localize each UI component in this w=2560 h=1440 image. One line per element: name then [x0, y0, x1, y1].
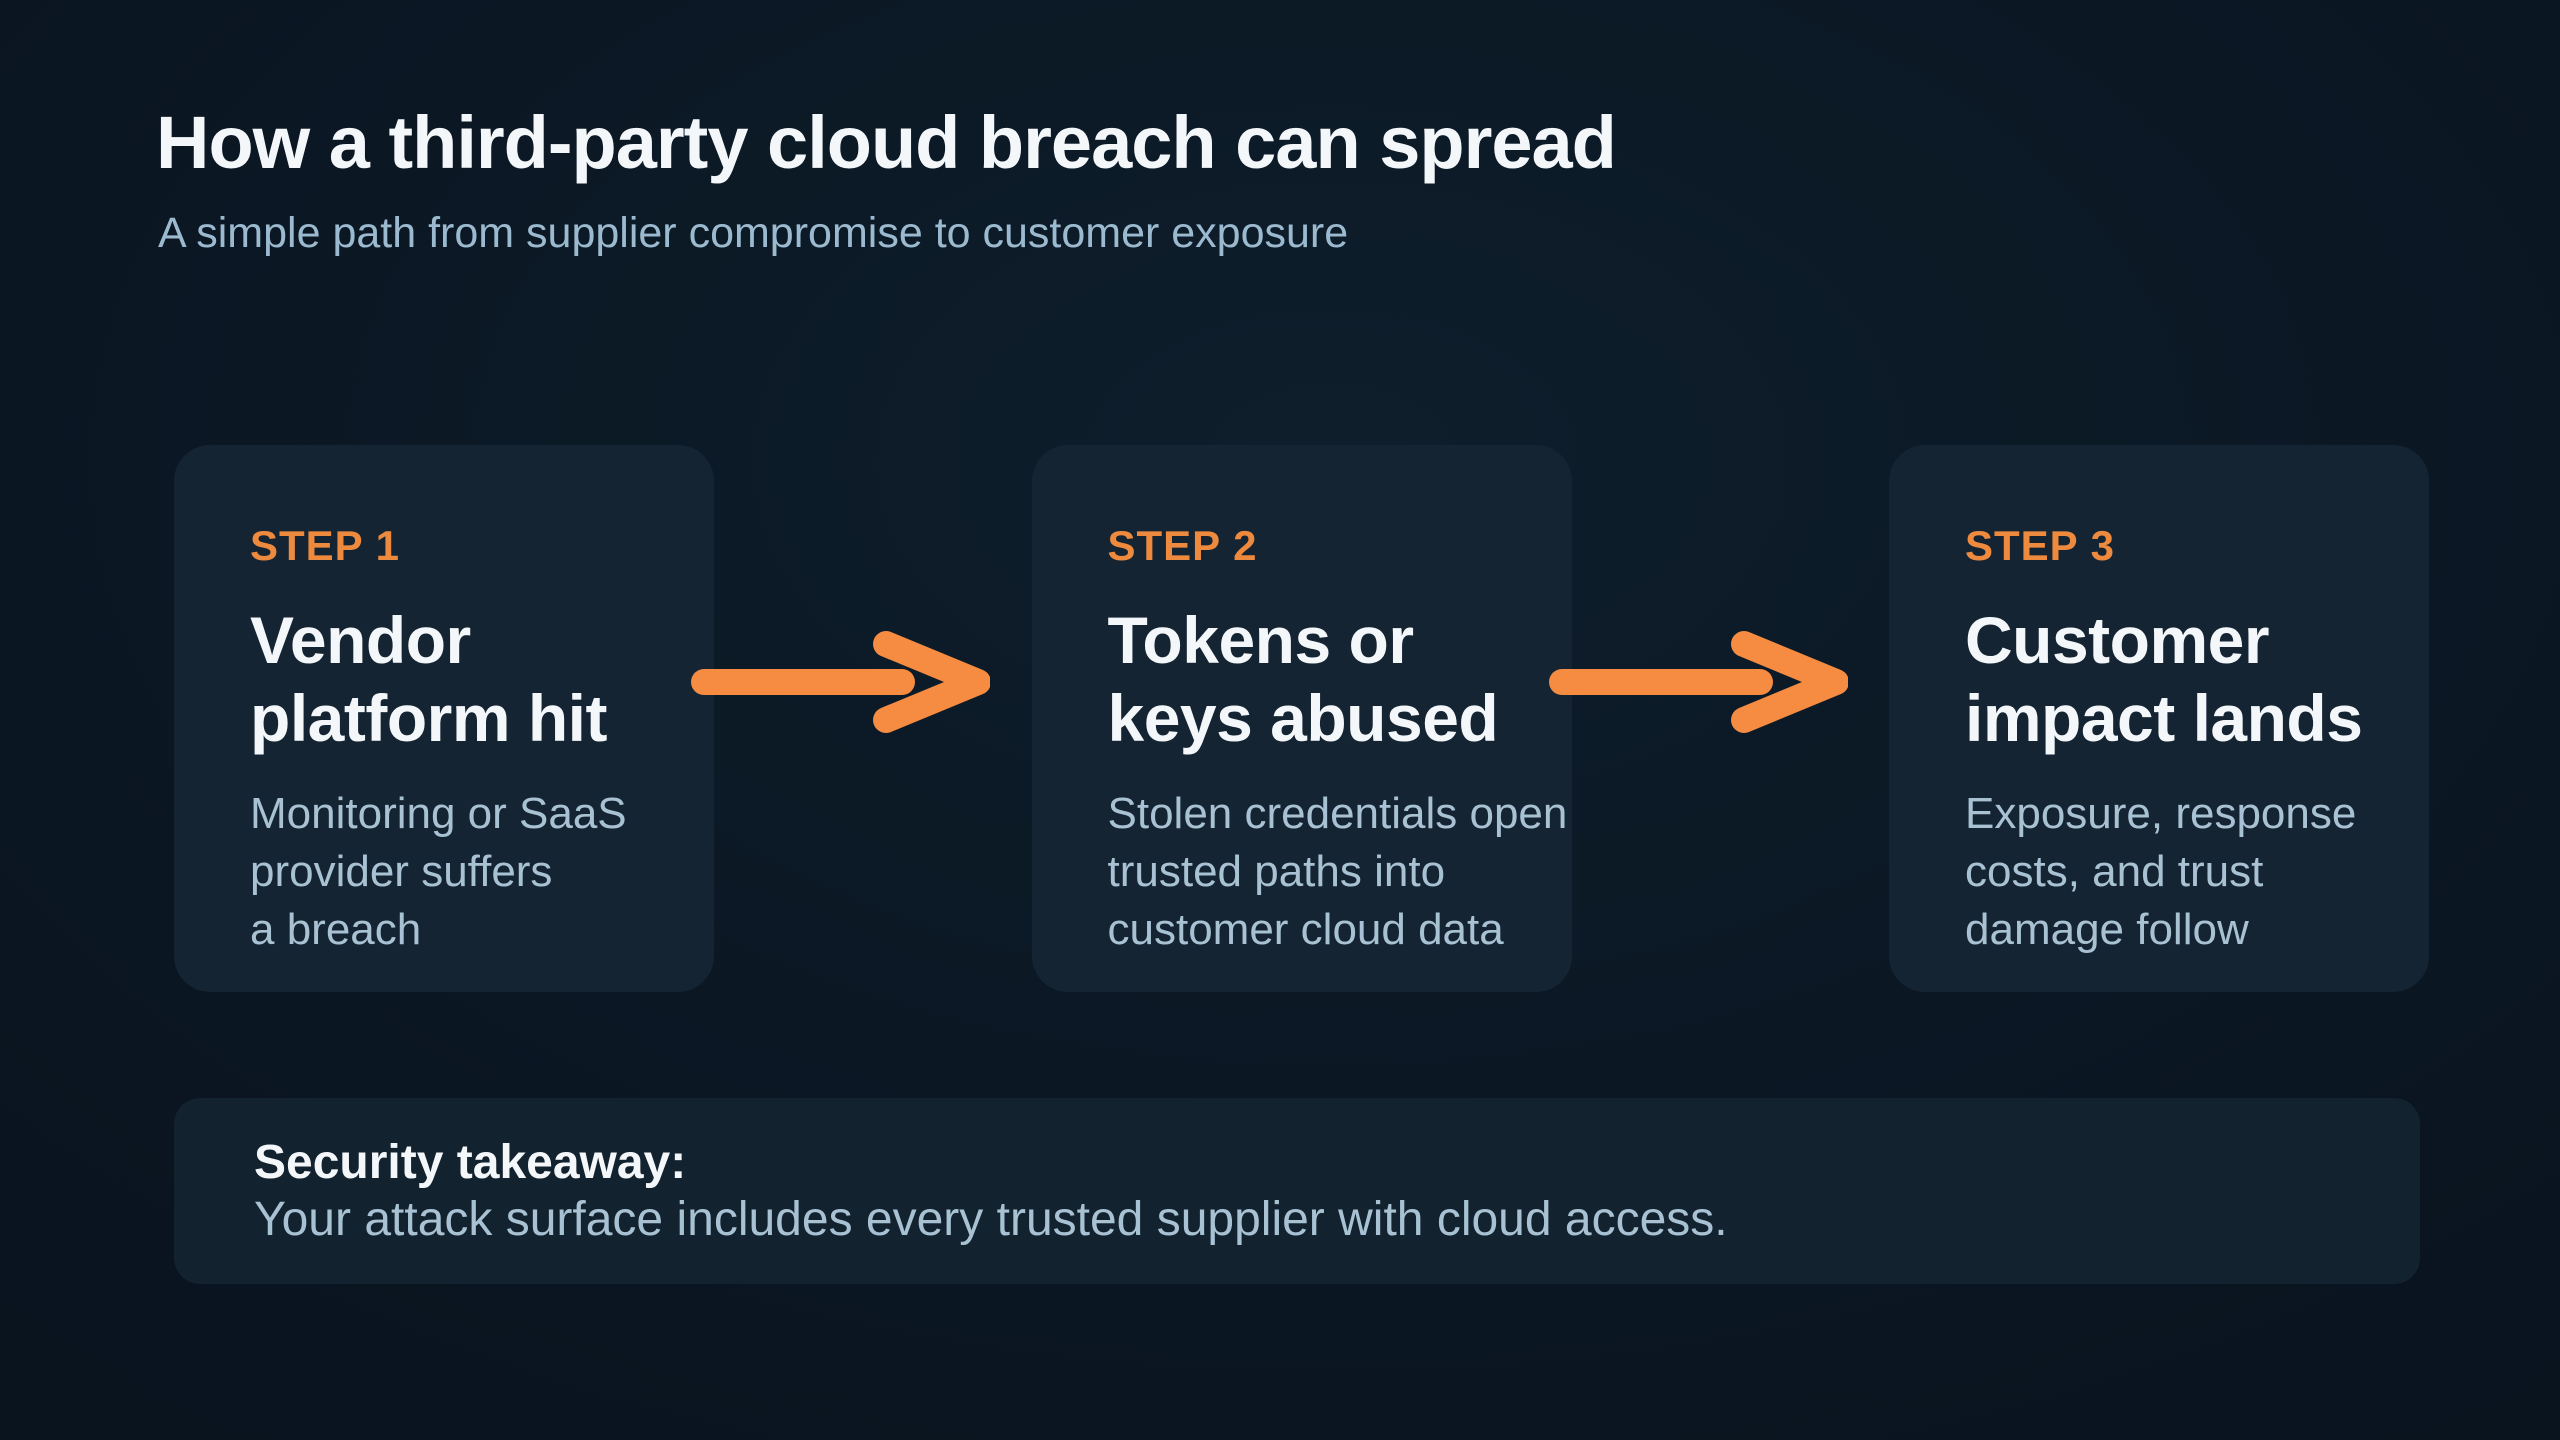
step-3-description: Exposure, response costs, and trust dama…	[1965, 785, 2391, 959]
step-3-label: STEP 3	[1965, 522, 2115, 569]
step-desc-line: provider suffers	[250, 847, 553, 896]
header: How a third-party cloud breach can sprea…	[156, 98, 1617, 260]
takeaway-heading: Security takeaway:	[254, 1136, 687, 1189]
page-subtitle: A simple path from supplier compromise t…	[158, 209, 1349, 257]
step-2-title: Tokens or keys abused	[1108, 601, 1534, 757]
step-desc-line: damage follow	[1965, 905, 2249, 954]
step-desc-line: Exposure, response	[1965, 789, 2357, 838]
step-title-line: impact lands	[1965, 681, 2363, 755]
step-title-line: Tokens or	[1107, 603, 1415, 677]
step-title-line: Vendor	[250, 603, 471, 677]
takeaway-text: Your attack surface includes every trust…	[254, 1193, 1728, 1246]
step-desc-line: customer cloud data	[1107, 905, 1504, 954]
step-card-3: STEP 3 Customer impact lands Exposure, r…	[1889, 445, 2429, 992]
step-card-1: STEP 1 Vendor platform hit Monitoring or…	[174, 445, 714, 992]
page-title: How a third-party cloud breach can sprea…	[156, 101, 1617, 184]
step-2-description: Stolen credentials open trusted paths in…	[1107, 785, 1568, 959]
steps-row: STEP 1 Vendor platform hit Monitoring or…	[174, 445, 2429, 992]
step-desc-line: costs, and trust	[1965, 847, 2264, 896]
step-1-title: Vendor platform hit	[250, 601, 676, 757]
step-3-title: Customer impact lands	[1965, 601, 2391, 757]
step-desc-line: trusted paths into	[1107, 847, 1446, 896]
step-title-line: keys abused	[1107, 681, 1499, 755]
takeaway-banner: Security takeaway: Your attack surface i…	[174, 1098, 2420, 1284]
arrow-right-icon	[1549, 631, 1848, 733]
step-desc-line: a breach	[250, 905, 422, 954]
step-1-label: STEP 1	[250, 522, 400, 569]
step-title-line: platform hit	[250, 681, 607, 755]
step-1-description: Monitoring or SaaS provider suffers a br…	[250, 785, 676, 959]
step-desc-line: Stolen credentials open	[1107, 789, 1568, 838]
arrow-right-icon	[691, 631, 990, 733]
step-desc-line: Monitoring or SaaS	[250, 789, 627, 838]
step-card-2: STEP 2 Tokens or keys abused Stolen cred…	[1031, 445, 1572, 992]
step-2-label: STEP 2	[1107, 522, 1258, 569]
step-title-line: Customer	[1965, 603, 2270, 677]
